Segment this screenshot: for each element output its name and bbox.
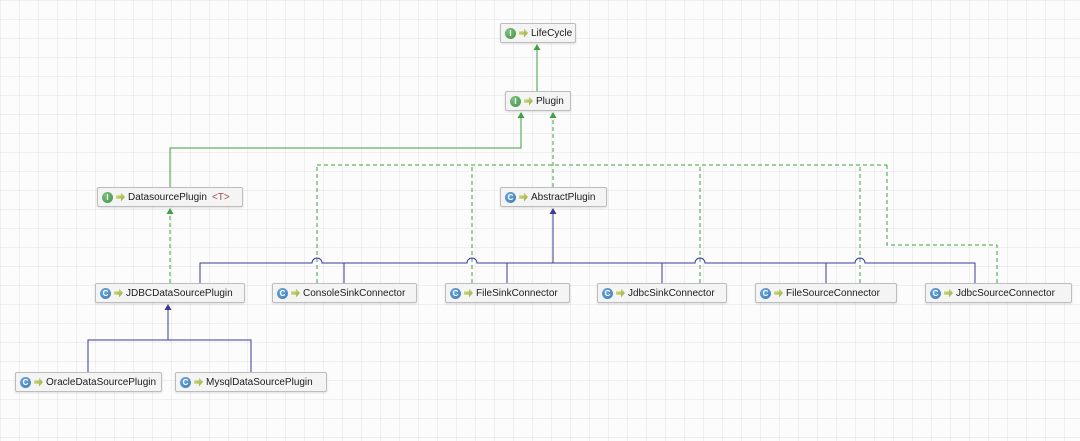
visibility-icon xyxy=(194,377,203,387)
node-console-sink-connector[interactable]: C ConsoleSinkConnector xyxy=(272,283,417,303)
node-label: FileSourceConnector xyxy=(786,287,880,299)
visibility-icon xyxy=(291,288,300,298)
visibility-icon xyxy=(114,288,123,298)
node-oracle-datasource-plugin[interactable]: C OracleDataSourcePlugin xyxy=(15,372,162,392)
class-icon: C xyxy=(20,376,31,388)
visibility-icon xyxy=(616,288,625,298)
node-label: ConsoleSinkConnector xyxy=(303,287,406,299)
interface-icon: I xyxy=(510,95,521,107)
node-label: JdbcSinkConnector xyxy=(628,287,715,299)
edge-oracle-mysql-extends-jdbc-bus xyxy=(87,339,252,372)
class-icon: C xyxy=(100,287,111,299)
node-file-sink-connector[interactable]: C FileSinkConnector xyxy=(445,283,570,303)
class-icon: C xyxy=(277,287,288,299)
node-lifecycle[interactable]: I LifeCycle xyxy=(500,23,576,43)
node-label: DatasourcePlugin xyxy=(128,191,207,203)
node-label: FileSinkConnector xyxy=(476,287,558,299)
visibility-icon xyxy=(34,377,43,387)
node-mysql-datasource-plugin[interactable]: C MysqlDataSourcePlugin xyxy=(175,372,327,392)
node-label: LifeCycle xyxy=(531,27,573,39)
node-jdbc-datasource-plugin[interactable]: C JDBCDataSourcePlugin xyxy=(95,283,245,303)
class-icon: C xyxy=(505,191,516,203)
visibility-icon xyxy=(774,288,783,298)
node-datasource-plugin[interactable]: I DatasourcePlugin <T> xyxy=(97,187,243,207)
visibility-icon xyxy=(519,28,528,38)
node-jdbc-sink-connector[interactable]: C JdbcSinkConnector xyxy=(597,283,727,303)
node-label: MysqlDataSourcePlugin xyxy=(206,376,313,388)
node-label: OracleDataSourcePlugin xyxy=(46,376,157,388)
arrowhead-extends-jdbcdatasourceplugin xyxy=(164,304,172,310)
node-label: AbstractPlugin xyxy=(531,191,596,203)
arrowhead-jdbcdatasourceplugin-implements-datasourceplugin xyxy=(166,208,174,214)
edge-datasourceplugin-extends-plugin xyxy=(169,117,522,187)
edge-extends-abstractplugin-bus xyxy=(199,257,976,283)
class-icon: C xyxy=(180,376,191,388)
interface-icon: I xyxy=(102,191,113,203)
arrowhead-datasourceplugin-extends-plugin xyxy=(517,112,525,118)
node-abstract-plugin[interactable]: C AbstractPlugin xyxy=(500,187,607,207)
node-jdbc-source-connector[interactable]: C JdbcSourceConnector xyxy=(925,283,1072,303)
class-icon: C xyxy=(450,287,461,299)
node-label: JDBCDataSourcePlugin xyxy=(126,287,233,299)
visibility-icon xyxy=(524,96,533,106)
visibility-icon xyxy=(116,192,125,202)
node-label: Plugin xyxy=(536,95,564,107)
visibility-icon xyxy=(464,288,473,298)
node-plugin[interactable]: I Plugin xyxy=(505,91,571,111)
class-icon: C xyxy=(930,287,941,299)
node-label: JdbcSourceConnector xyxy=(956,287,1055,299)
visibility-icon xyxy=(519,192,528,202)
interface-icon: I xyxy=(505,27,516,39)
class-icon: C xyxy=(760,287,771,299)
class-icon: C xyxy=(602,287,613,299)
arrowhead-abstractplugin-implements-plugin xyxy=(549,112,557,118)
generic-type-param: <T> xyxy=(211,191,230,203)
visibility-icon xyxy=(944,288,953,298)
arrowhead-plugin-extends-lifecycle xyxy=(533,44,541,50)
arrowhead-extends-abstractplugin xyxy=(549,208,557,214)
node-file-source-connector[interactable]: C FileSourceConnector xyxy=(755,283,897,303)
edge-jdbcsourceconnector-implements-plugin xyxy=(886,165,998,283)
